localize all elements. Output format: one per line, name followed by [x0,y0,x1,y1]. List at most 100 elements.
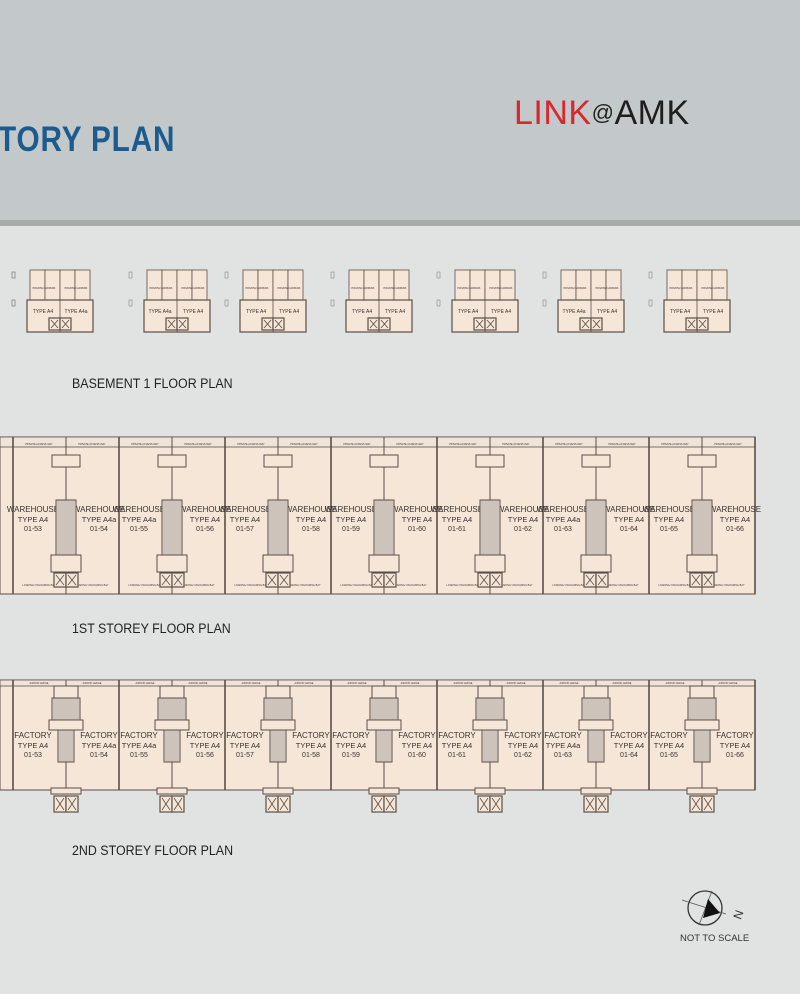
unit-type-label: TYPE A4 [614,515,644,524]
staircase [585,499,607,556]
basement-unit-type: TYPE A4 [33,309,54,315]
landing [154,719,190,731]
basement-unit-type: TYPE A4 [352,309,373,315]
edge-label: AIRCON LEDGE [719,682,738,685]
unit-use-label: WAREHOUSE [537,505,589,514]
unit-use-label: FACTORY [14,731,52,740]
unit-use-label: WAREHOUSE [179,505,231,514]
staircase [373,499,395,556]
unit-type-label: TYPE A4 [336,741,366,750]
logo-text-at: @ [591,100,615,125]
edge-label: AIRCON LEDGE [348,682,367,685]
lift-lobby [53,685,79,699]
page-title: TORY PLAN [0,120,176,159]
edge-label: PRIVATE ACCESS WAY [502,443,530,446]
lobby [156,787,188,795]
lift-lobby [263,454,293,468]
unit-number-label: 01-61 [448,752,466,759]
landing [684,719,720,731]
unit-number-label: 01-63 [554,752,572,759]
unit-use-label: WAREHOUSE [285,505,337,514]
unit-use-label: WAREHOUSE [219,505,271,514]
lift-icon [367,317,380,331]
carpark-label: PRIVATE CARPARK [384,287,407,290]
basement-unit-type: TYPE A4a [64,309,87,315]
unit-number-label: 01-56 [196,526,214,533]
edge-label: AIRCON LEDGE [401,682,420,685]
first_storey-plan: PRIVATE ACCESS WAY PRIVATE ACCESS WAY PRIV… [0,436,761,595]
lift-icon [477,795,491,813]
lift-icon [272,317,285,331]
column-marker [11,271,16,279]
lift-icon [65,795,79,813]
unit-number-label: 01-62 [514,526,532,533]
unit-number-label: 01-64 [620,526,638,533]
loading-bay-label: LOADING/ UNLOADING BAY [711,584,744,587]
carpark-label: PRIVATE CARPARK [490,287,513,290]
staircase [369,697,399,721]
first-storey-plan-label: 1ST STOREY FLOOR PLAN [72,621,231,636]
unit-use-label: WAREHOUSE [431,505,483,514]
header-divider [0,220,800,226]
carpark-label: PRIVATE CARPARK [702,287,725,290]
unit-use-label: FACTORY [398,731,436,740]
lift-icon [477,572,491,588]
unit-type-label: TYPE A4 [296,741,326,750]
unit-number-label: 01-53 [24,526,42,533]
unit-type-label: TYPE A4 [336,515,366,524]
unit-type-label: TYPE A4 [190,741,220,750]
basement-unit-type: TYPE A4 [458,309,479,315]
staircase [475,697,505,721]
unit-use-label: FACTORY [292,731,330,740]
lobby [368,554,400,573]
lift-icon [277,795,291,813]
lift-icon [53,795,67,813]
unit-type-label: TYPE A4 [720,741,750,750]
edge-label: PRIVATE ACCESS WAY [343,443,371,446]
loading-bay-label: LOADING/ UNLOADING BAY [393,584,426,587]
lift-icon [171,795,185,813]
unit-use-label: FACTORY [438,731,476,740]
lift-icon [583,795,597,813]
unit-type-label: TYPE A4 [508,515,538,524]
edge-label: AIRCON LEDGE [666,682,685,685]
lift-icon [171,572,185,588]
edge-label: AIRCON LEDGE [189,682,208,685]
edge-label: PRIVATE ACCESS WAY [555,443,583,446]
unit-number-label: 01-57 [236,752,254,759]
lobby [50,554,82,573]
lift-icon [473,317,486,331]
loading-bay-label: LOADING/ UNLOADING BAY [287,584,320,587]
loading-bay-label: LOADING/ UNLOADING BAY [181,584,214,587]
unit-number-label: 01-58 [302,526,320,533]
logo-text-link: LINK [514,94,592,132]
edge-label: AIRCON LEDGE [560,682,579,685]
unit-type-label: TYPE A4a [82,741,117,750]
lift-lobby [157,454,187,468]
lift-icon [489,572,503,588]
unit-type-label: TYPE A4 [296,515,326,524]
loading-bay-label: LOADING/ UNLOADING BAY [446,584,479,587]
lift-lobby [159,685,185,699]
lift-icon [590,317,603,331]
unit-type-label: TYPE A4a [82,515,117,524]
landing [366,719,402,731]
lift-icon [689,795,703,813]
edge-label: AIRCON LEDGE [136,682,155,685]
landing [48,719,84,731]
lift-icon [53,572,67,588]
unit-number-label: 01-56 [196,752,214,759]
unit-use-label: WAREHOUSE [643,505,695,514]
lobby [50,787,82,795]
unit-type-label: TYPE A4 [654,515,684,524]
